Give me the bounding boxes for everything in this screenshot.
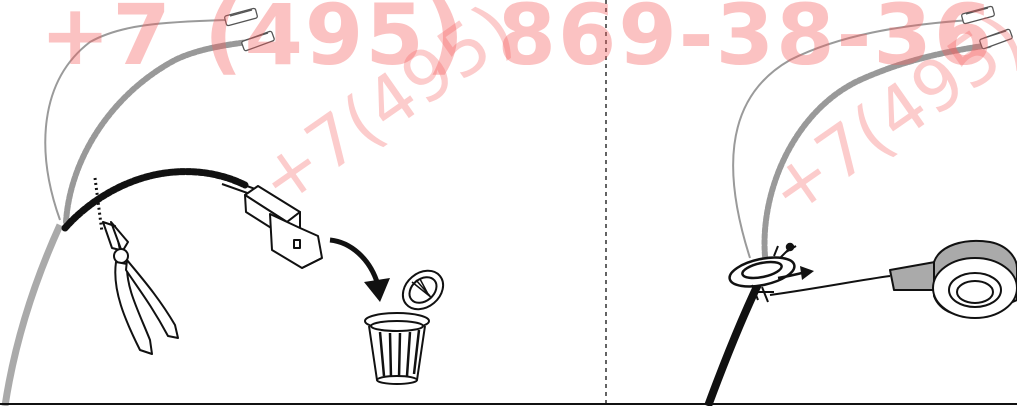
phone-watermark: +7 (495) 869-38-36 [40, 0, 995, 84]
tape-strip [769, 275, 891, 296]
main-cable-left [1, 223, 64, 406]
beaded-wire-right [761, 42, 993, 259]
grommet-icon [728, 242, 797, 303]
wire-cutters-icon [102, 221, 179, 355]
left-panel [1, 7, 445, 406]
plain-wire-right [732, 19, 971, 259]
main-cable-right [704, 268, 769, 406]
beaded-wire-left [63, 37, 268, 225]
wire-terminals-icon [961, 5, 1013, 50]
wire-terminals-icon [224, 7, 275, 52]
trash-bin-icon [364, 269, 445, 385]
cut-mark [93, 177, 104, 233]
connector-plug-icon [244, 185, 323, 269]
black-wire-left [61, 168, 249, 232]
tape-roll-icon [889, 239, 1017, 319]
curved-arrow-icon [329, 237, 390, 302]
right-panel [704, 5, 1017, 406]
plain-wire-left [44, 19, 226, 221]
arrow-icon [777, 266, 814, 280]
